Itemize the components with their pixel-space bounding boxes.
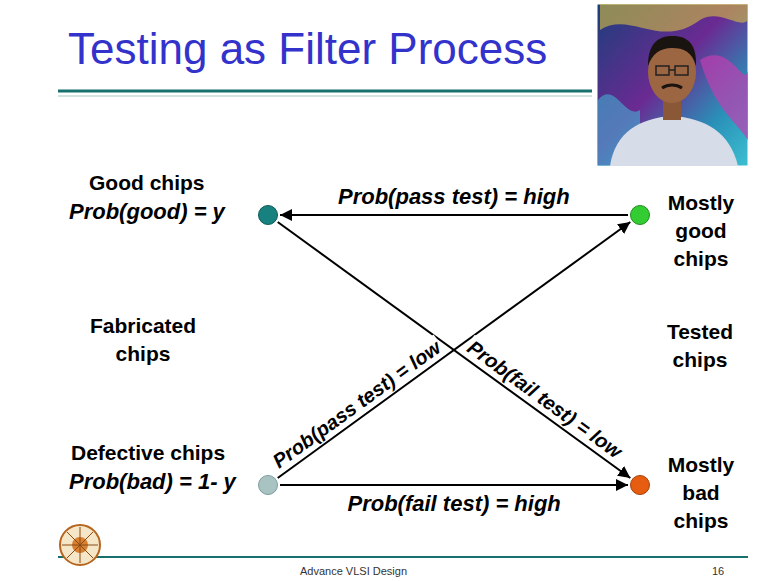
footer-rule — [58, 556, 748, 558]
node-label: Good chips — [89, 171, 205, 195]
video-inset — [597, 4, 748, 166]
transition-arrow — [278, 222, 631, 478]
node-label: Prob(good) = y — [69, 199, 225, 224]
node-label: Mostly good chips — [657, 189, 745, 273]
state-dot: Mostly bad chips — [630, 475, 650, 495]
node-label: Mostly bad chips — [657, 451, 745, 535]
title-rule — [58, 90, 592, 93]
state-dot: Good chipsProb(good) = y — [258, 205, 278, 225]
state-dot: Defective chipsProb(bad) = 1- y — [258, 475, 278, 495]
group-label: Tested chips — [656, 318, 744, 374]
page-number: 16 — [712, 565, 724, 578]
footer-text: Advance VLSI Design — [300, 565, 407, 578]
group-label: Fabricated chips — [73, 312, 213, 368]
transition-arrow — [280, 484, 628, 486]
node-label: Defective chips — [71, 441, 225, 465]
probability-label: Prob(fail test) = high — [346, 491, 563, 516]
institute-logo — [60, 525, 100, 565]
probability-label: Prob(pass test) = low — [266, 335, 446, 474]
title-rule — [58, 96, 592, 97]
transition-arrow — [278, 222, 631, 478]
slide-title: Testing as Filter Process — [68, 24, 547, 75]
node-label: Prob(bad) = 1- y — [69, 469, 236, 494]
transition-arrow — [280, 214, 628, 216]
probability-label: Prob(pass test) = high — [336, 184, 572, 209]
probability-label: Prob(fail test) = low — [461, 335, 627, 465]
state-dot: Mostly good chips — [630, 205, 650, 225]
